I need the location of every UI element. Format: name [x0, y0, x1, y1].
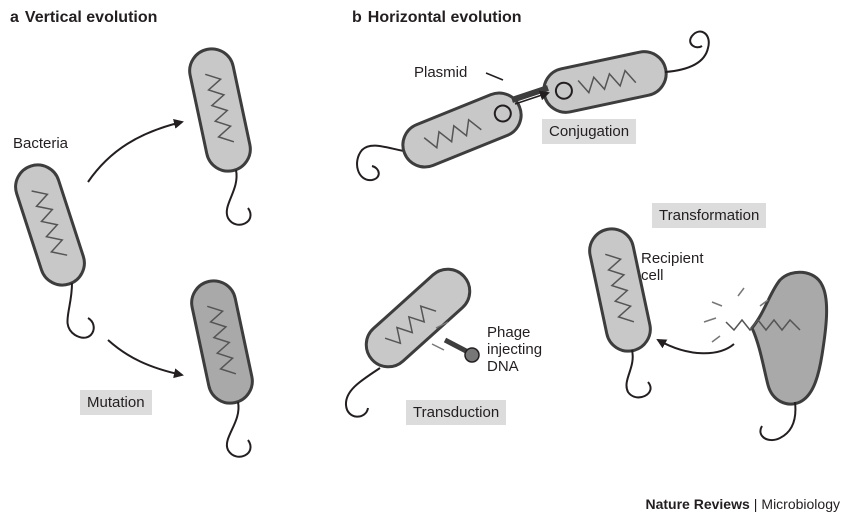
panel-b-title-text: Horizontal evolution — [368, 9, 522, 26]
conjugation-donor-cell — [357, 86, 528, 180]
phage-label-line-3: DNA — [487, 358, 542, 375]
panel-a-title-text: Vertical evolution — [25, 9, 157, 26]
recipient-label-line-2: cell — [641, 267, 704, 284]
phage-label: Phage injecting DNA — [487, 324, 542, 375]
plasmid-leader-line — [486, 73, 503, 80]
credit-separator: | — [754, 496, 758, 512]
panel-a-letter: a — [10, 9, 19, 26]
division-arrow-top — [88, 122, 182, 182]
plasmid-label: Plasmid — [414, 64, 467, 81]
daughter-bacterium-top — [186, 45, 255, 225]
transformation-tag: Transformation — [652, 203, 766, 228]
transformation-arrow — [658, 340, 734, 353]
journal-credit: Nature Reviews |Microbiology — [645, 496, 840, 512]
mutation-tag: Mutation — [80, 390, 152, 415]
transduction-tag: Transduction — [406, 400, 506, 425]
phage-label-line-1: Phage — [487, 324, 542, 341]
recipient-label-line-1: Recipient — [641, 250, 704, 267]
lysed-donor-cell — [752, 272, 827, 440]
parent-bacterium — [10, 159, 94, 338]
bacteria-label: Bacteria — [13, 135, 68, 152]
recipient-cell-label: Recipient cell — [641, 250, 704, 284]
credit-publisher: Nature Reviews — [645, 496, 749, 512]
panel-a-title: a Vertical evolution — [10, 9, 157, 27]
division-arrow-bottom — [108, 340, 182, 375]
conjugation-tag: Conjugation — [542, 119, 636, 144]
credit-journal: Microbiology — [761, 496, 840, 512]
transduction-cell — [346, 260, 479, 416]
panel-b-letter: b — [352, 9, 362, 26]
conjugation-recipient-cell — [540, 32, 709, 117]
mutated-bacterium — [188, 277, 257, 457]
panel-b-title: b Horizontal evolution — [352, 9, 522, 27]
phage-label-line-2: injecting — [487, 341, 542, 358]
